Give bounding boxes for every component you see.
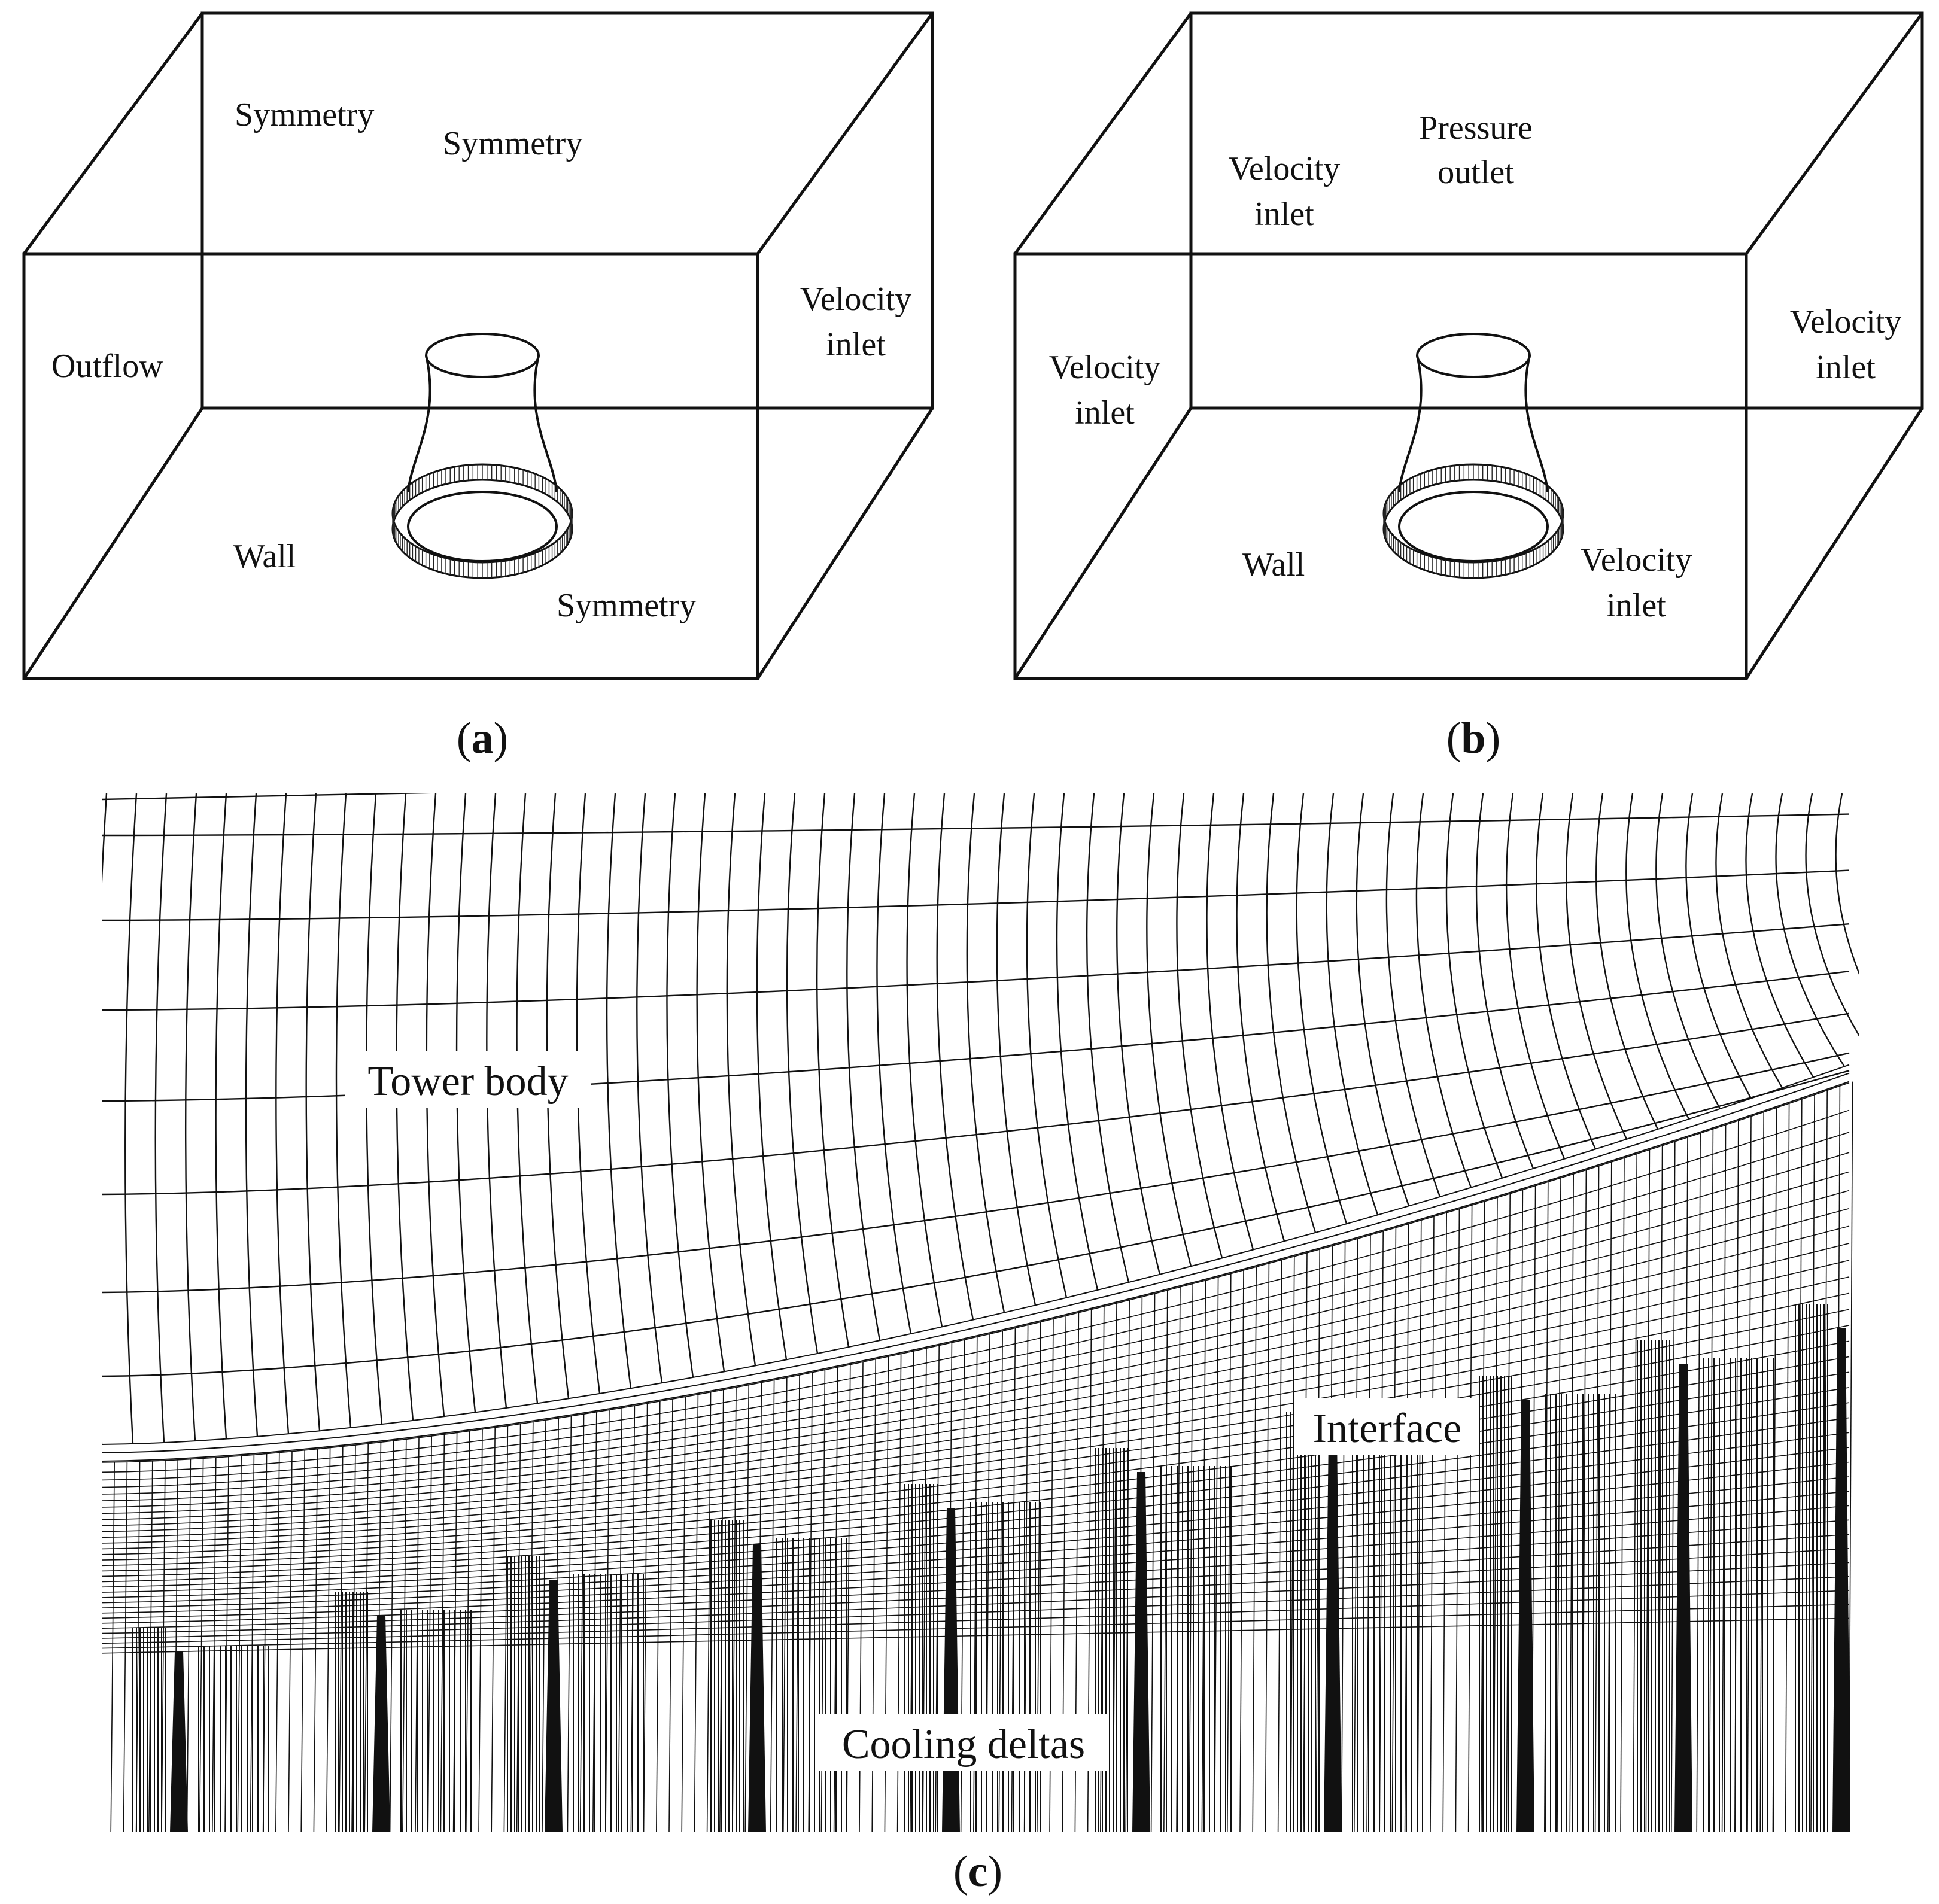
panel-a-caption: (a)	[457, 714, 508, 763]
panel-a-labels: Symmetry Symmetry Velocity inlet Outflow…	[51, 96, 911, 624]
panel-a: Symmetry Symmetry Velocity inlet Outflow…	[22, 11, 934, 763]
panel-b-caption: (b)	[1446, 714, 1500, 763]
panel-b-label-bottom: Wall	[1242, 546, 1305, 583]
panel-b-label-left-2: inlet	[1075, 394, 1135, 431]
panel-a-label-top-front: Symmetry	[443, 125, 582, 162]
panel-a-label-bottom: Wall	[233, 538, 296, 575]
panel-b-label-top-back-2: inlet	[1254, 196, 1314, 233]
panel-c-mesh	[102, 793, 1859, 1832]
panel-c-caption: (c)	[953, 1847, 1002, 1896]
panel-a-label-top-back: Symmetry	[235, 96, 374, 133]
panel-b-label-top-front-1: Pressure	[1419, 110, 1533, 147]
panel-a-label-right-1: Velocity	[800, 281, 912, 318]
panel-b-label-top-back-1: Velocity	[1229, 150, 1341, 187]
panel-b-label-front-1: Velocity	[1581, 542, 1692, 579]
panel-c: Tower body Interface Cooling deltas (c)	[102, 793, 1859, 1896]
panel-b: Velocity inlet Pressure outlet Velocity …	[1013, 11, 1924, 763]
panel-b-label-right-1: Velocity	[1790, 303, 1902, 340]
panel-b-domain-box	[1013, 11, 1924, 680]
panel-b-tower	[1382, 333, 1564, 579]
panel-a-domain-box	[22, 11, 934, 680]
panel-b-label-front-2: inlet	[1606, 587, 1666, 624]
panel-a-tower	[391, 333, 573, 579]
mesh-tower-body	[102, 793, 1859, 1444]
panel-b-label-right-2: inlet	[1816, 349, 1876, 386]
panel-c-label-tower: Tower body	[367, 1059, 568, 1105]
panel-a-label-right-2: inlet	[826, 326, 886, 363]
panel-a-label-left: Outflow	[51, 348, 163, 385]
panel-b-label-left-1: Velocity	[1049, 349, 1161, 386]
panel-c-label-interface: Interface	[1313, 1406, 1462, 1452]
panel-c-label-deltas: Cooling deltas	[842, 1721, 1085, 1768]
panel-b-label-top-front-2: outlet	[1437, 154, 1514, 191]
panel-c-labels: Tower body Interface Cooling deltas	[345, 1051, 1479, 1771]
panel-a-label-front: Symmetry	[557, 587, 696, 624]
mesh-interface-band	[102, 1064, 1850, 1462]
panel-b-labels: Velocity inlet Pressure outlet Velocity …	[1049, 110, 1902, 624]
